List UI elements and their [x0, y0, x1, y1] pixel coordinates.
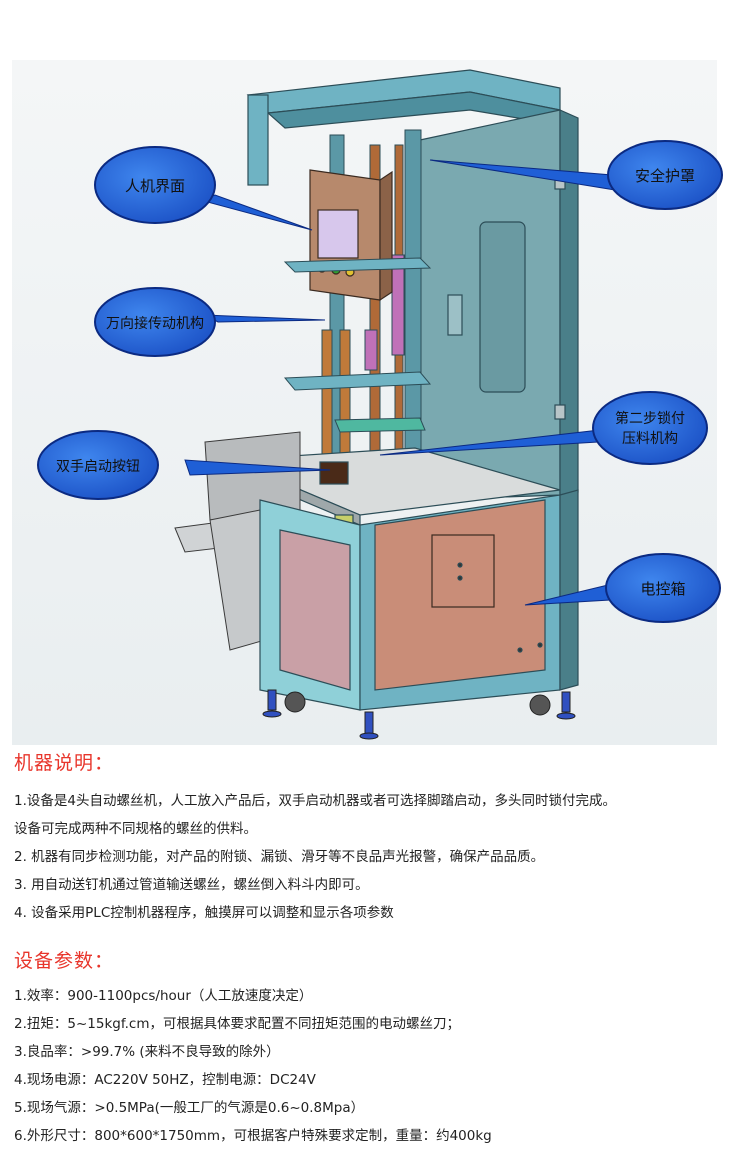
- callout-guard-label: 安全护罩: [635, 167, 695, 185]
- feeder: [174, 431, 301, 651]
- top-frame: [246, 69, 561, 186]
- callout-twohand: 双手启动按钮: [37, 430, 159, 500]
- section2-title: 设备参数：: [14, 950, 115, 972]
- callout-ujoint-label: 万向接传动机构: [106, 315, 204, 332]
- callout-step2-label-1: 第二步锁付: [615, 410, 685, 427]
- callout-guard: 安全护罩: [607, 140, 723, 210]
- callout-ujoint: 万向接传动机构: [94, 287, 216, 357]
- section1-title: 机器说明：: [14, 752, 115, 774]
- hmi-panel: [309, 169, 393, 302]
- base-frame: [259, 489, 579, 711]
- callout-step2-label-2: 压料机构: [622, 431, 678, 447]
- section1-line-1: 1.设备是4头自动螺丝机，人工放入产品后，双手启动机器或者可选择脚踏启动，多头同…: [14, 793, 616, 809]
- casters: [262, 689, 576, 740]
- section2-line-4: 4.现场电源：AC220V 50HZ，控制电源：DC24V: [14, 1072, 316, 1088]
- callout-hmi-label: 人机界面: [125, 177, 185, 195]
- callout-ebox: 电控箱: [605, 553, 721, 623]
- callout-twohand-label: 双手启动按钮: [56, 459, 140, 475]
- callout-step2: 第二步锁付 压料机构: [592, 391, 708, 465]
- section1-line-5: 4. 设备采用PLC控制机器程序，触摸屏可以调整和显示各项参数: [14, 905, 394, 921]
- callout-ebox-label: 电控箱: [640, 580, 685, 598]
- section2-line-2: 2.扭矩：5~15kgf.cm，可根据具体要求配置不同扭矩范围的电动螺丝刀；: [14, 1016, 460, 1032]
- callout-pointers: [184, 159, 616, 606]
- callout-hmi: 人机界面: [94, 146, 216, 224]
- machine-figure: 人机界面 万向接传动机构 双手启动按钮 安全护罩 第二步锁付 压料机构 电控箱: [12, 60, 723, 745]
- section2-line-3: 3.良品率：>99.7% (来料不良导致的除外）: [14, 1044, 280, 1060]
- section1-line-2: 设备可完成两种不同规格的螺丝的供料。: [14, 821, 257, 837]
- section1-line-3: 2. 机器有同步检测功能，对产品的附锁、漏锁、滑牙等不良品声光报警，确保产品品质…: [14, 849, 545, 865]
- safety-guard: [419, 109, 579, 501]
- section1-line-4: 3. 用自动送钉机通过管道输送螺丝，螺丝倒入料斗内即可。: [14, 877, 369, 893]
- section2-line-5: 5.现场气源：>0.5MPa(一般工厂的气源是0.6~0.8Mpa）: [14, 1100, 365, 1116]
- plates: [283, 257, 432, 433]
- section2-line-6: 6.外形尺寸：800*600*1750mm，可根据客户特殊要求定制，重量：约40…: [14, 1128, 492, 1144]
- section2-line-1: 1.效率：900-1100pcs/hour（人工放速度决定）: [14, 988, 313, 1004]
